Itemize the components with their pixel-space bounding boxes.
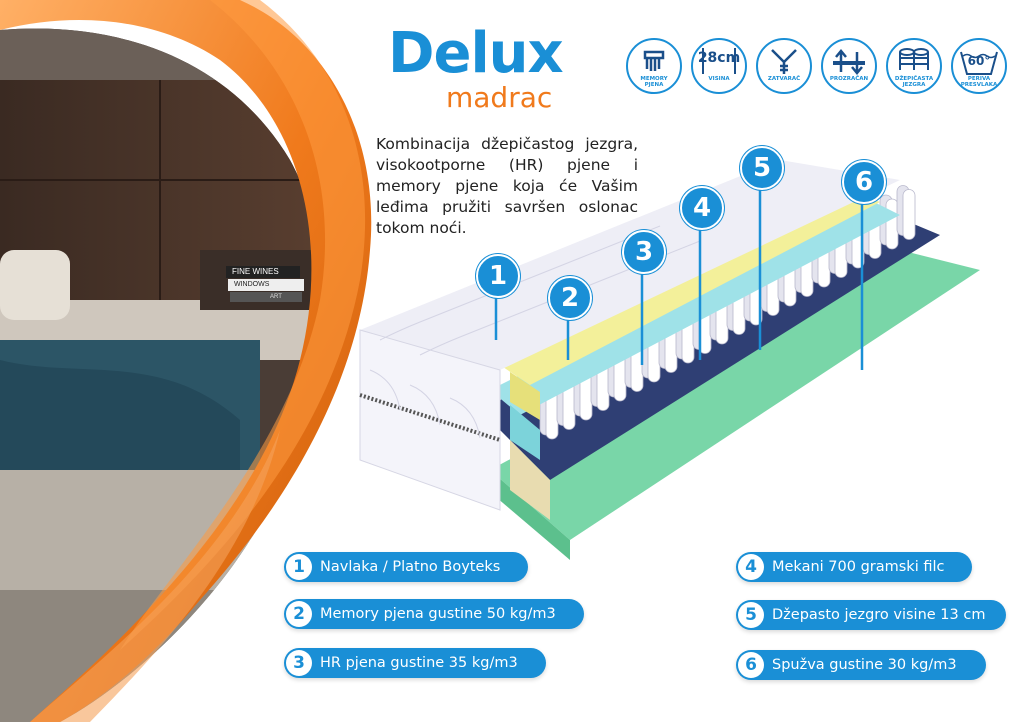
book: WINDOWS xyxy=(228,279,304,291)
zipper-icon: ZATVARAČ xyxy=(756,38,812,94)
layer-base-sponge xyxy=(490,250,980,540)
brand-subtitle: madrac xyxy=(446,81,553,114)
layer-marker-1: 1 xyxy=(476,254,520,298)
legend-item-5: 5 Džepasto jezgro visine 13 cm xyxy=(736,600,1006,630)
book: FINE WINES xyxy=(226,266,300,278)
legend-item-6: 6 Spužva gustine 30 kg/m3 xyxy=(736,650,986,680)
pocket-spring xyxy=(902,189,916,240)
feature-icons: MEMORY PJENA 28cm VISINA ZATVARAČ PROZRA… xyxy=(626,38,1007,100)
layer-hr-foam xyxy=(490,200,900,415)
layer-marker-6: 6 xyxy=(842,160,886,204)
pocket-spring xyxy=(885,198,899,250)
mattress-cross-section: /* spring columns drawn via script below… xyxy=(359,160,980,560)
layer-memory-foam xyxy=(500,190,880,385)
layer-marker-4: 4 xyxy=(680,186,724,230)
legend-item-1: 1 Navlaka / Platno Boyteks xyxy=(284,552,528,582)
height-icon: 28cm VISINA xyxy=(691,38,747,94)
legend-item-4: 4 Mekani 700 gramski filc xyxy=(736,552,972,582)
legend-item-3: 3 HR pjena gustine 35 kg/m3 xyxy=(284,648,546,678)
memory-foam-icon: MEMORY PJENA xyxy=(626,38,682,94)
brand-title: Delux xyxy=(388,21,564,86)
washable-cover-icon: 60° PERIVA PRESVLAKA xyxy=(951,38,1007,94)
legend-item-2: 2 Memory pjena gustine 50 kg/m3 xyxy=(284,599,584,629)
layer-marker-3: 3 xyxy=(622,230,666,274)
layer-marker-5: 5 xyxy=(740,146,784,190)
product-description: Kombinacija džepičastog jezgra, visokoot… xyxy=(376,135,638,237)
pocket-spring-icon: DŽEPIČASTA JEZGRA xyxy=(886,38,942,94)
ventilation-icon: PROZRAČAN xyxy=(821,38,877,94)
layer-marker-2: 2 xyxy=(548,276,592,320)
books-stack: FINE WINES WINDOWS ART xyxy=(226,266,306,312)
book: ART xyxy=(230,292,302,302)
